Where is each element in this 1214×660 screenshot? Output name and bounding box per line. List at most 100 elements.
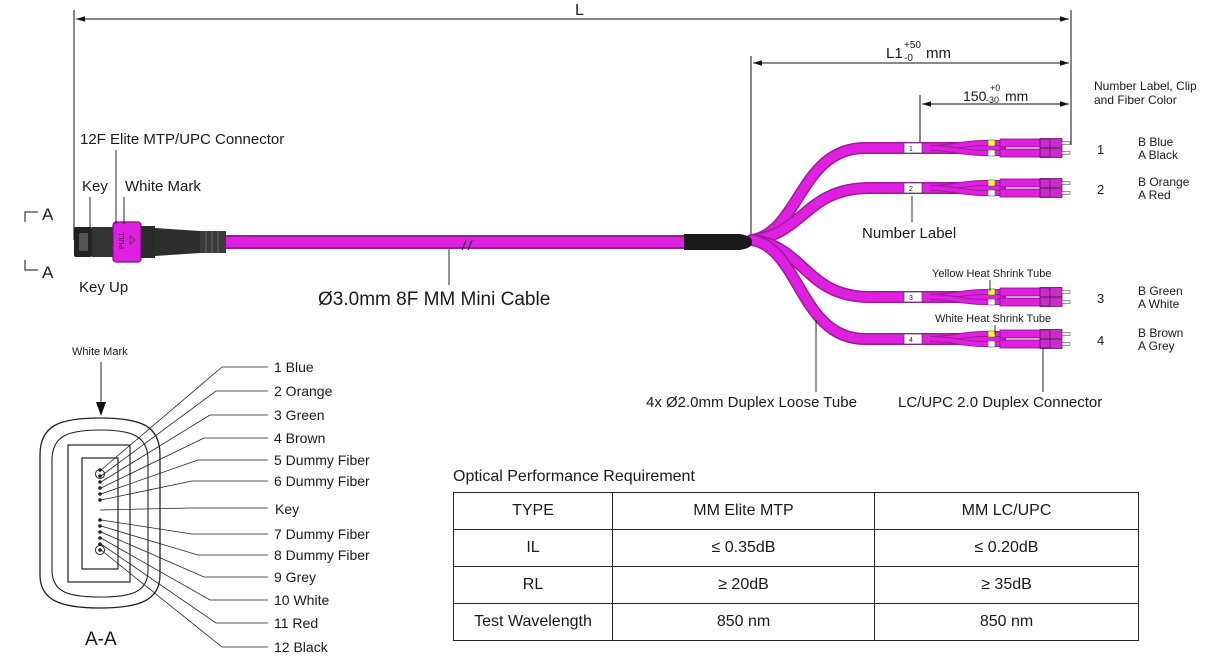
fiber-label: 4 Brown — [274, 430, 325, 446]
section-marks: A A — [24, 205, 54, 282]
leg-fiber-a: A White — [1138, 297, 1180, 311]
leg-number: 1 — [1097, 142, 1104, 157]
fiber-position — [98, 486, 102, 490]
dimension-leg-tol-minus: -30 — [986, 95, 999, 105]
fiber-position — [98, 480, 102, 484]
dimension-leg-tol-plus: +0 — [990, 83, 1000, 93]
fiber-position — [98, 524, 102, 528]
table-cell: ≤ 0.20dB — [874, 529, 1139, 567]
white-shrink-label: White Heat Shrink Tube — [935, 313, 1051, 325]
lc-body — [1039, 329, 1063, 339]
leg-2 — [746, 182, 1006, 246]
fiber-position — [98, 498, 102, 502]
lc-body — [1039, 297, 1063, 307]
lc-boot — [999, 148, 1041, 158]
number-label-1 — [903, 142, 923, 154]
fiber-position — [98, 518, 102, 522]
performance-table: TYPE MM Elite MTP MM LC/UPC IL ≤ 0.35dB … — [453, 492, 1139, 641]
table-row: IL ≤ 0.35dB ≤ 0.20dB — [453, 529, 1139, 567]
section-a-bottom: A — [42, 263, 54, 282]
lc-clip — [1039, 287, 1051, 307]
white-shrink-tube — [987, 149, 996, 157]
lc-ferrule — [1061, 191, 1071, 195]
fiber-leader — [100, 480, 268, 501]
leg-fiber-a: A Grey — [1138, 339, 1175, 353]
fiber-leader — [100, 390, 268, 477]
lc-body — [1039, 148, 1063, 158]
yellow-shrink-tube — [987, 179, 996, 187]
fiber-label: 5 Dummy Fiber — [274, 452, 370, 468]
key-leader — [99, 507, 268, 511]
fiber-leader — [100, 459, 268, 495]
dimension-leg: 150 +0 -30 mm — [919, 83, 1069, 143]
table-cell: 850 nm — [874, 603, 1139, 641]
lc-ferrule — [1061, 151, 1071, 155]
fiber-label: 12 Black — [274, 639, 329, 655]
yellow-shrink-label: Yellow Heat Shrink Tube — [932, 268, 1051, 280]
lc-clip — [1039, 138, 1051, 158]
white-shrink-tube — [987, 340, 996, 348]
fiber-leader — [100, 414, 268, 483]
table-title: Optical Performance Requirement — [453, 468, 695, 485]
lc-boot — [999, 178, 1041, 188]
lc-boot — [999, 188, 1041, 198]
table-row: Test Wavelength 850 nm 850 nm — [453, 603, 1139, 641]
white-shrink-tube — [987, 298, 996, 306]
number-label-text: 2 — [909, 186, 913, 193]
lc-body — [1039, 138, 1063, 148]
table-cell: ≤ 0.35dB — [612, 529, 875, 567]
leg-number: 4 — [1097, 333, 1104, 348]
white-shrink-tube — [987, 189, 996, 197]
table-row: RL ≥ 20dB ≥ 35dB — [453, 566, 1139, 604]
lc-boot — [999, 339, 1041, 349]
pull-label: PULL — [119, 231, 126, 249]
dimension-l1-tol-minus: -0 — [904, 53, 913, 64]
leg-fiber-a: A Black — [1138, 148, 1179, 162]
number-label-text: 1 — [909, 146, 913, 153]
main-cable — [226, 234, 752, 251]
lc-body — [1039, 178, 1063, 188]
lc-boot — [999, 297, 1041, 307]
fiber-label: 11 Red — [274, 615, 318, 631]
legend-heading-line1: Number Label, Clip — [1094, 79, 1197, 93]
leg-fiber-b: B Blue — [1138, 135, 1174, 149]
fanout-body — [684, 234, 752, 250]
dimension-leg-base: 150 — [963, 88, 987, 104]
dimension-l1-base: L1 — [886, 45, 903, 62]
section-key-label: Key — [275, 501, 299, 517]
lc-ferrule — [1061, 342, 1071, 346]
fiber-position — [98, 530, 102, 534]
dimension-fanout: L1 +50 -0 mm — [750, 40, 1069, 238]
table-cell: ≥ 35dB — [874, 566, 1139, 604]
dimension-l1-tol-plus: +50 — [904, 40, 921, 51]
lc-ferrule — [1061, 300, 1071, 304]
leg-fiber-b: B Brown — [1138, 326, 1183, 340]
lc-duplex-1 — [929, 138, 1071, 158]
table-header-row: TYPE MM Elite MTP MM LC/UPC — [453, 492, 1139, 530]
number-label-3 — [903, 291, 923, 303]
leg-4 — [746, 234, 1006, 345]
lc-duplex-3 — [929, 287, 1071, 307]
number-label-callout: Number Label — [862, 225, 956, 242]
lc-ferrule — [1061, 141, 1071, 145]
fiber-position — [98, 474, 102, 478]
fiber-position — [98, 492, 102, 496]
fiber-position — [98, 548, 102, 552]
fiber-position — [98, 542, 102, 546]
fiber-leader — [100, 549, 268, 648]
legend-heading-line2: and Fiber Color — [1094, 93, 1177, 107]
mtp-connector-label: 12F Elite MTP/UPC Connector — [80, 131, 284, 148]
leg-fiber-b: B Orange — [1138, 175, 1190, 189]
lc-duplex-2 — [929, 178, 1071, 198]
table-cell: IL — [453, 529, 613, 567]
fiber-label: 1 Blue — [274, 359, 314, 375]
section-white-mark-label: White Mark — [72, 346, 128, 358]
leg-fiber-a: A Red — [1138, 188, 1171, 202]
number-label-4 — [903, 333, 923, 345]
yellow-shrink-tube — [987, 139, 996, 147]
fiber-leader — [100, 519, 268, 535]
